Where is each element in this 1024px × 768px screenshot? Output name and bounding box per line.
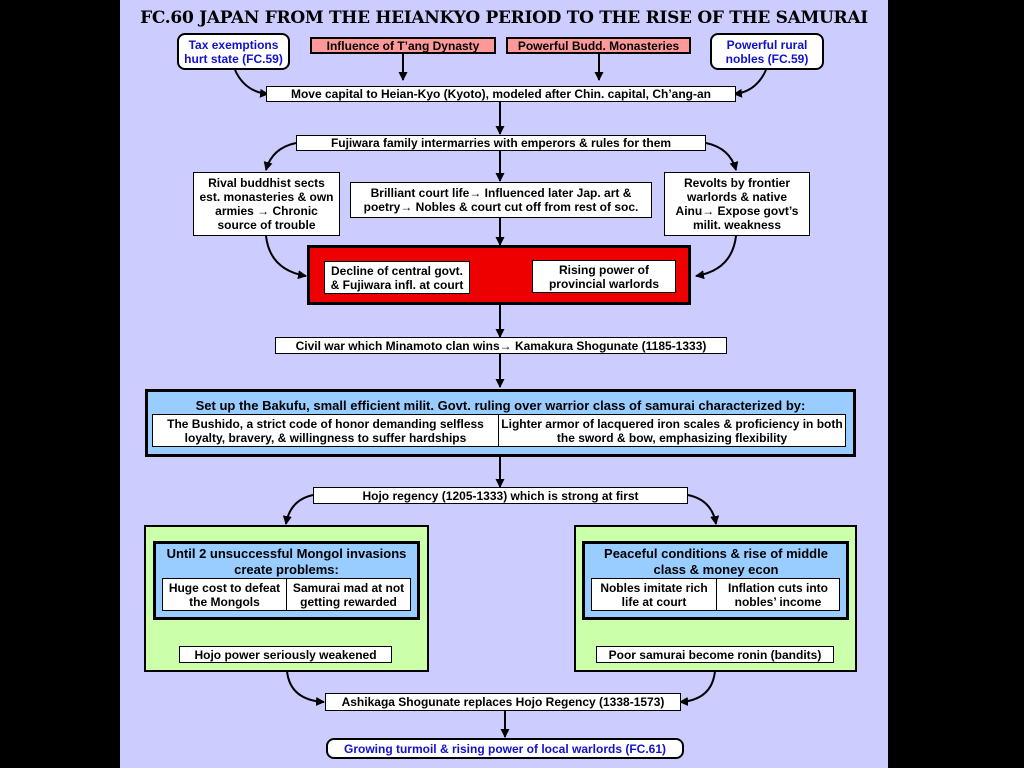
nobles-imitate-cell: Nobles imitate rich life at court [591, 578, 717, 611]
civil-war-box: Civil war which Minamoto clan wins→ Kama… [275, 337, 727, 354]
ronin-box: Poor samurai become ronin (bandits) [596, 646, 834, 663]
court-life-box: Brilliant court life→ Influenced later J… [350, 182, 652, 218]
buddhist-monasteries-box: Powerful Budd. Monasteries [506, 37, 691, 54]
decline-box: Decline of central govt. & Fujiwara infl… [324, 261, 470, 294]
warlords-box: Rising power of provincial warlords [532, 260, 676, 293]
turmoil-box: Growing turmoil & rising power of local … [326, 738, 684, 759]
rural-nobles-box: Powerful rural nobles (FC.59) [710, 33, 824, 70]
ashikaga-box: Ashikaga Shogunate replaces Hojo Regency… [325, 693, 681, 711]
hojo-regency-box: Hojo regency (1205-1333) which is strong… [313, 487, 688, 504]
inflation-cell: Inflation cuts into nobles’ income [716, 578, 840, 611]
frontier-revolts-box: Revolts by frontier warlords & native Ai… [664, 172, 810, 236]
armor-cell: Lighter armor of lacquered iron scales &… [498, 414, 846, 447]
peace-heading: Peaceful conditions & rise of middle cla… [604, 546, 828, 577]
bakufu-heading: Set up the Bakufu, small efficient milit… [195, 398, 806, 413]
bushido-cell: The Bushido, a strict code of honor dema… [152, 414, 499, 447]
mongol-heading: Until 2 unsuccessful Mongol invasions cr… [166, 546, 407, 577]
samurai-mad-cell: Samurai mad at not getting rewarded [286, 578, 411, 611]
tax-exemptions-box: Tax exemptions hurt state (FC.59) [177, 33, 290, 70]
rival-sects-box: Rival buddhist sects est. monasteries & … [193, 172, 340, 236]
move-capital-box: Move capital to Heian-Kyo (Kyoto), model… [266, 86, 736, 102]
page-title: FC.60 JAPAN FROM THE HEIANKYO PERIOD TO … [140, 8, 868, 28]
mongol-cost-cell: Huge cost to defeat the Mongols [162, 578, 287, 611]
tang-influence-box: Influence of T’ang Dynasty [310, 37, 496, 54]
hojo-weakened-box: Hojo power seriously weakened [179, 646, 392, 663]
fujiwara-box: Fujiwara family intermarries with empero… [296, 135, 706, 151]
